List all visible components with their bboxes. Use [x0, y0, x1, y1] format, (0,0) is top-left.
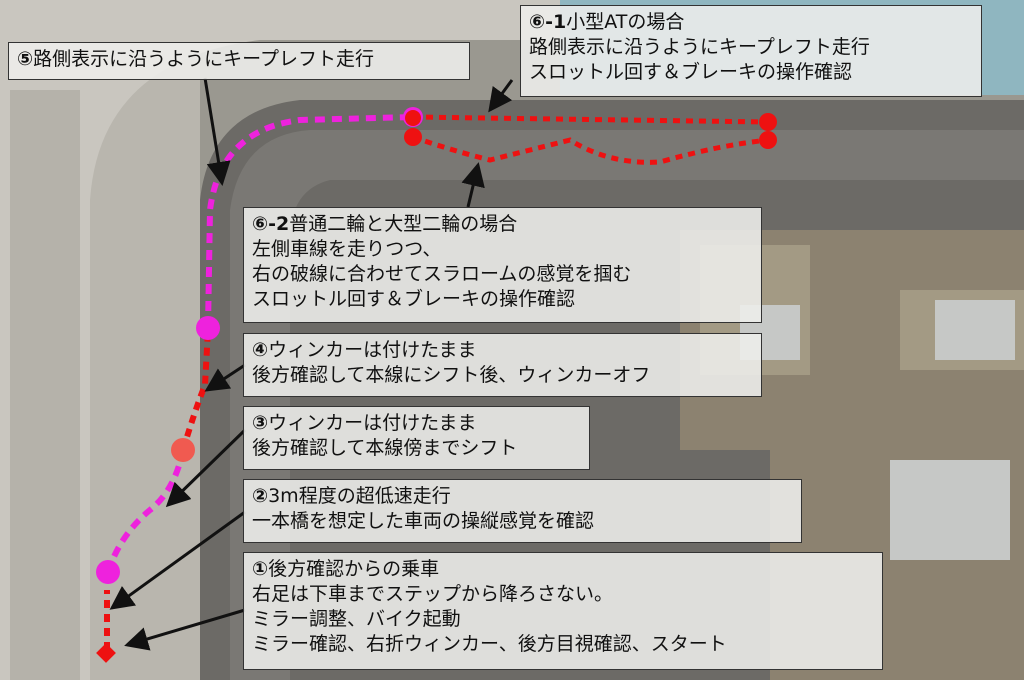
step4-callout: ④ウィンカーは付けたまま 後方確認して本線にシフト後、ウィンカーオフ: [243, 333, 762, 397]
waypoint-6-2-start: [404, 128, 422, 146]
arrow-step4: [204, 363, 246, 392]
step-number: ⑥-2: [252, 213, 290, 235]
callout-line: ウィンカーは付けたまま: [268, 412, 477, 434]
waypoint-6-1-end: [759, 113, 777, 131]
callout-line: ミラー調整、バイク起動: [252, 608, 461, 630]
step-number: ②: [252, 485, 269, 507]
step6-2-callout: ⑥-2普通二輪と大型二輪の場合 左側車線を走りつつ、 右の破線に合わせてスラロー…: [243, 207, 762, 323]
callout-line: 右の破線に合わせてスラロームの感覚を掴む: [252, 263, 632, 285]
callout-line: 右足は下車までステップから降ろさない。: [252, 583, 614, 605]
arrow-step2: [109, 510, 246, 610]
callout-line: スロットル回す＆ブレーキの操作確認: [252, 288, 576, 310]
route-segment-slow: [105, 449, 186, 573]
callout-line: 3m程度の超低速走行: [268, 485, 451, 507]
callout-line: 後方確認して本線にシフト後、ウィンカーオフ: [252, 364, 651, 386]
callout-line: 後方確認して本線傍までシフト: [252, 437, 518, 459]
waypoint-6-1-start: [405, 110, 421, 126]
callout-line: 路側表示に沿うようにキープレフト走行: [529, 36, 870, 58]
callout-line: スロットル回す＆ブレーキの操作確認: [529, 61, 853, 83]
route-segment-keepleft: [205, 114, 414, 329]
waypoint-2: [96, 560, 120, 584]
route-segment-at: [412, 114, 769, 125]
arrow-step6-1: [488, 79, 514, 113]
step6-1-callout: ⑥-1小型ATの場合 路側表示に沿うようにキープレフト走行 スロットル回す＆ブレ…: [520, 5, 982, 97]
step-number: ①: [252, 558, 269, 580]
waypoint-6-2-end: [759, 131, 777, 149]
callout-line: ウィンカーは付けたまま: [268, 339, 477, 361]
arrow-step6-2: [461, 162, 485, 208]
callout-line: 一本橋を想定した車両の操縦感覚を確認: [252, 510, 595, 532]
route-segment-shift: [180, 329, 211, 451]
callout-line: 小型ATの場合: [566, 11, 685, 33]
route-segment-slalom: [412, 134, 769, 165]
step3-callout: ③ウィンカーは付けたまま 後方確認して本線傍までシフト: [243, 406, 590, 470]
callout-line: ミラー確認、右折ウィンカー、後方目視確認、スタート: [252, 633, 727, 655]
step2-callout: ②3m程度の超低速走行 一本橋を想定した車両の操縦感覚を確認: [243, 479, 802, 543]
arrow-step3: [165, 428, 247, 508]
arrow-step1: [124, 608, 246, 651]
waypoint-4: [196, 316, 220, 340]
step-number: ⑤: [17, 48, 34, 70]
callout-line: 普通二輪と大型二輪の場合: [289, 213, 518, 235]
step5-callout: ⑤路側表示に沿うようにキープレフト走行: [8, 42, 470, 80]
callout-line: 後方確認からの乗車: [268, 558, 440, 580]
step-number: ④: [252, 339, 269, 361]
step-number: ⑥-1: [529, 11, 567, 33]
callout-line: 左側車線を走りつつ、: [252, 238, 442, 260]
step-number: ③: [252, 412, 269, 434]
callout-line: 路側表示に沿うようにキープレフト走行: [33, 48, 374, 70]
step1-callout: ①後方確認からの乗車 右足は下車までステップから降ろさない。 ミラー調整、バイク…: [243, 552, 883, 670]
waypoint-3: [171, 438, 195, 462]
arrow-step5: [203, 77, 231, 186]
start-marker: [96, 643, 116, 663]
